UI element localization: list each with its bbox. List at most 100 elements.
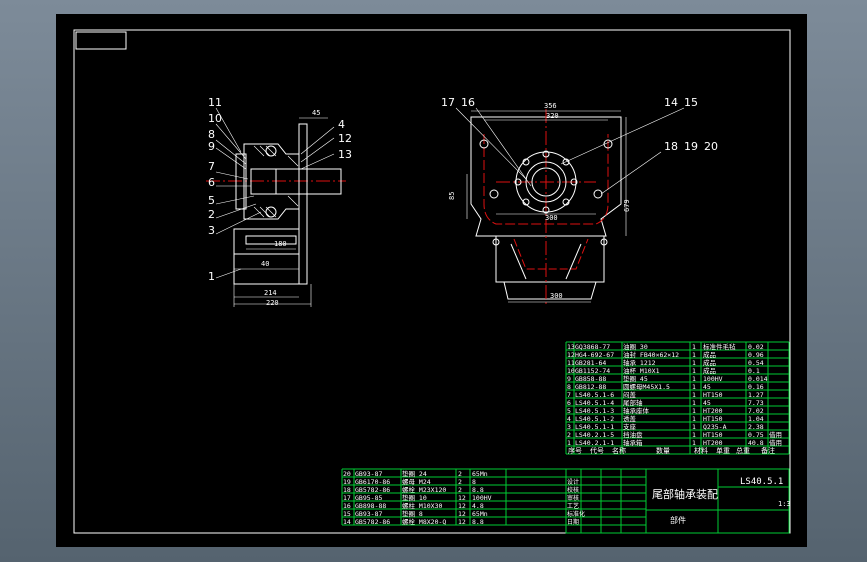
bom-upper-cell: 0.014 [748, 375, 768, 383]
side-callout: 2 [208, 208, 215, 221]
bom-upper-cell: GB812-88 [575, 383, 606, 391]
bom-upper-cell: 透盖 [623, 414, 637, 423]
front-dimension: 300 [545, 214, 558, 222]
bom-upper-cell: 0.75 [748, 431, 764, 439]
bom-upper-cell: 0.02 [748, 343, 764, 351]
bom-upper-cell: Q235-A [703, 423, 727, 431]
bom-upper-cell: 1 [692, 375, 696, 383]
drawing-number: LS40.5.1 [740, 477, 783, 487]
part-label: 部件 [670, 515, 686, 525]
bom-header-cell: 材料 [694, 446, 708, 455]
bom-upper-cell: GB1152-74 [575, 367, 610, 375]
side-dimension: 220 [266, 299, 279, 307]
bom-lower-cell: GB5782-86 [355, 518, 390, 526]
bom-upper-cell: 挡油盘 [623, 430, 643, 439]
bom-upper-cell: HT150 [703, 431, 723, 439]
bom-upper-cell: 0.16 [748, 383, 764, 391]
bom-lower-cell: 14 [343, 518, 351, 526]
bom-lower-cell: 垫圈 10 [402, 493, 427, 502]
title-block-label: 日期 [567, 518, 579, 526]
bom-lower-cell: 19 [343, 478, 351, 486]
title-block-label: 设计 [567, 478, 579, 486]
bom-upper-cell: 0.96 [748, 351, 764, 359]
bom-upper-cell: 成品 [703, 350, 716, 359]
box-lower [495, 235, 605, 283]
title-block-label: 校核 [567, 486, 579, 494]
bom-lower-cell: 18 [343, 486, 351, 494]
bom-lower-cell: 垫圈 24 [402, 469, 427, 478]
front-callout: 15 [684, 96, 698, 109]
side-callout: 4 [338, 118, 345, 131]
bom-lower-cell: 17 [343, 494, 351, 502]
bom-upper-cell: 1 [692, 439, 696, 447]
bom-upper-cell: LS40.5.1-4 [575, 399, 614, 407]
side-callout: 7 [208, 160, 215, 173]
bom-upper-cell: 轴承箱 [623, 438, 643, 447]
bom-upper-cell: HG4-692-67 [575, 351, 614, 359]
side-callout: 3 [208, 224, 215, 237]
front-callout: 20 [704, 140, 718, 153]
bom-upper-cell: 11 [567, 359, 575, 367]
bom-upper-cell: 标准件毛毡 [703, 342, 736, 351]
bom-upper-cell: 1 [692, 407, 696, 415]
bom-lower-cell: 65Mn [472, 470, 488, 478]
bom-upper-cell: 支座 [623, 422, 637, 431]
bom-upper-cell: 10 [567, 367, 575, 375]
bom-upper-cell: 轴承 1212 [623, 358, 656, 367]
front-dimension: 320 [546, 112, 559, 120]
bom-upper-cell: 垫圈 45 [623, 374, 648, 383]
bom-upper-cell: 闷盖 [623, 390, 637, 399]
side-view [206, 107, 346, 307]
bom-lower-cell: GB898-88 [355, 502, 386, 510]
bom-header-cell: 序号 [568, 446, 582, 455]
side-dimension: 214 [264, 289, 277, 297]
bom-upper-cell: HT150 [703, 415, 723, 423]
flange [515, 151, 577, 213]
bom-upper-cell: 1.04 [748, 415, 764, 423]
bom-lower-cell: 4.8 [472, 502, 484, 510]
bom-upper-cell: 1 [692, 431, 696, 439]
bom-upper-cell: 2 [567, 431, 571, 439]
bom-upper-cell: 7.73 [748, 399, 764, 407]
corner-tag-box [75, 31, 127, 50]
outer-frame [73, 29, 791, 534]
title-block-label: 审核 [567, 494, 579, 502]
bom-upper-cell: 2.38 [748, 423, 764, 431]
front-callout: 18 [664, 140, 678, 153]
bom-header-cell: 代号 [590, 446, 604, 455]
bom-upper-cell: LS40.5.1-6 [575, 391, 614, 399]
front-dimension: 300 [550, 292, 563, 300]
bom-upper-cell: 借用 [769, 430, 782, 439]
front-dimension: 679 [623, 199, 631, 212]
bom-upper-cell: 7 [567, 391, 571, 399]
bom-upper-cell: 尾部轴 [623, 398, 643, 407]
bom-upper-cell: 1 [692, 359, 696, 367]
bom-lower-cell: 2 [458, 470, 462, 478]
bom-upper-cell: 油杯 M10X1 [623, 366, 660, 375]
side-dimension: 40 [261, 260, 269, 268]
side-callout: 6 [208, 176, 215, 189]
bom-upper-cell: HT200 [703, 407, 723, 415]
bom-upper-cell: 6 [567, 399, 571, 407]
bom-upper-cell: 轴承座体 [623, 406, 650, 415]
bom-header-cell: 名称 [612, 446, 626, 455]
bom-upper-cell: 45 [703, 399, 711, 407]
bom-header-cell: 备注 [761, 446, 775, 455]
bom-lower-cell: 螺柱 M10X30 [402, 501, 442, 510]
bom-upper-cell: 成品 [703, 366, 716, 375]
bom-lower-cell: GB93-87 [355, 470, 382, 478]
side-callout: 12 [338, 132, 352, 145]
bom-upper-cell: 7.02 [748, 407, 764, 415]
bom-upper-cell: 9 [567, 375, 571, 383]
box-body [470, 116, 622, 237]
bom-lower-cell: 12 [458, 510, 466, 518]
bom-upper-cell: LS40.2.1-1 [575, 439, 614, 447]
side-dimension: 45 [312, 109, 320, 117]
bom-upper-cell: 圆螺母M45X1.5 [623, 382, 670, 391]
bom-lower-cell: 螺栓 M23X120 [402, 485, 446, 494]
front-callout: 14 [664, 96, 678, 109]
